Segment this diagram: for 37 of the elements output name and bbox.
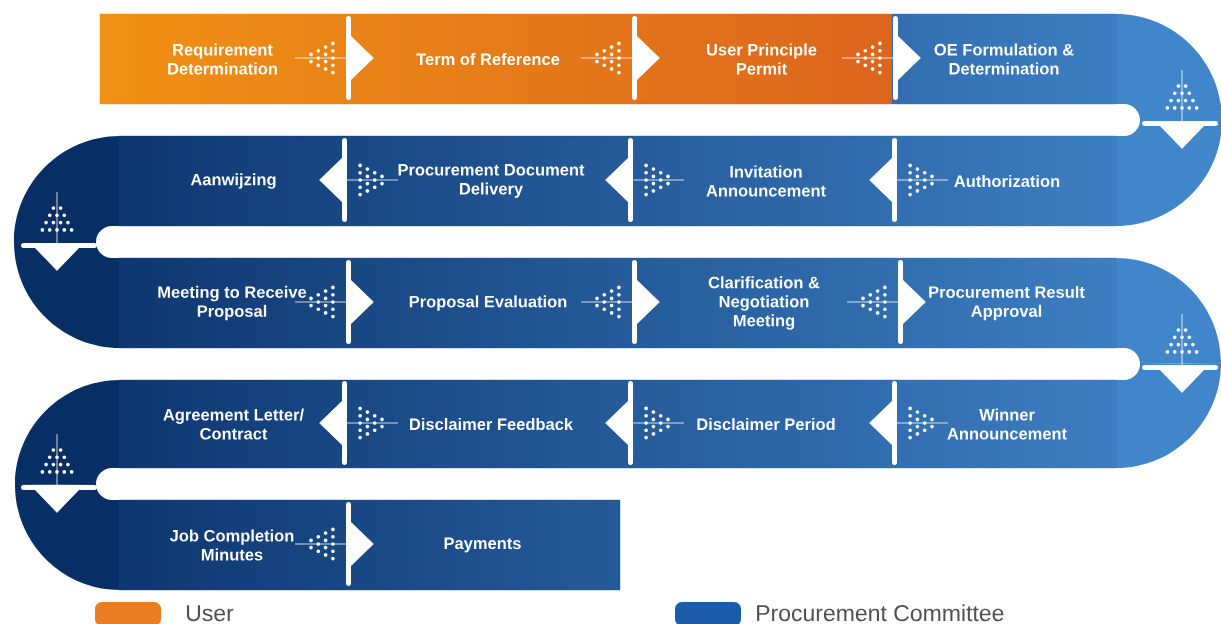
step-cell: Clarification & Negotiation Meeting — [630, 257, 898, 349]
legend-label: User — [186, 605, 234, 622]
step-cell: Disclaimer Period — [633, 379, 899, 469]
chevron-arrow — [869, 381, 949, 465]
step-cell: Requirement Determination — [99, 13, 346, 105]
chevron-arrow — [294, 16, 374, 100]
chevron-arrow — [869, 138, 949, 222]
chevron-arrow — [319, 138, 399, 222]
step-cell: Procurement Document Delivery — [347, 135, 635, 227]
chevron-arrow — [21, 433, 97, 513]
step-cell: Proposal Evaluation — [344, 257, 632, 349]
step-cell: Job Completion Minutes — [15, 484, 346, 591]
step-cell: Meeting to Receive Proposal — [14, 242, 346, 349]
legend-label: Procurement Committee — [757, 604, 1004, 622]
chevron-arrow — [319, 381, 399, 465]
step-cell: Payments — [344, 499, 621, 591]
step-cell: Agreement Letter/ Contract — [15, 379, 349, 485]
chevron-arrow — [580, 260, 660, 344]
chevron-arrow — [605, 138, 685, 222]
step-cell: Disclaimer Feedback — [347, 379, 635, 469]
chevron-arrow — [580, 16, 660, 100]
chevron-arrow — [841, 16, 921, 100]
chevron-arrow — [294, 260, 374, 344]
chevron-arrow — [1142, 69, 1218, 149]
step-cell: User Principle Permit — [630, 13, 893, 105]
step-cell: Authorization — [897, 120, 1221, 227]
step-cell: OE Formulation & Determination — [891, 13, 1221, 120]
chevron-arrow — [294, 502, 374, 586]
chevron-arrow — [1142, 313, 1218, 393]
step-cell: Procurement Result Approval — [896, 257, 1221, 364]
step-cell: Winner Announcement — [897, 363, 1221, 469]
chevron-arrow — [21, 191, 97, 271]
chevron-arrow — [605, 381, 685, 465]
step-cell: Aanwijzing — [14, 135, 349, 242]
step-cell: Term of Reference — [344, 13, 632, 105]
chevron-arrow — [846, 260, 926, 344]
step-cell: Invitation Announcement — [633, 135, 899, 227]
